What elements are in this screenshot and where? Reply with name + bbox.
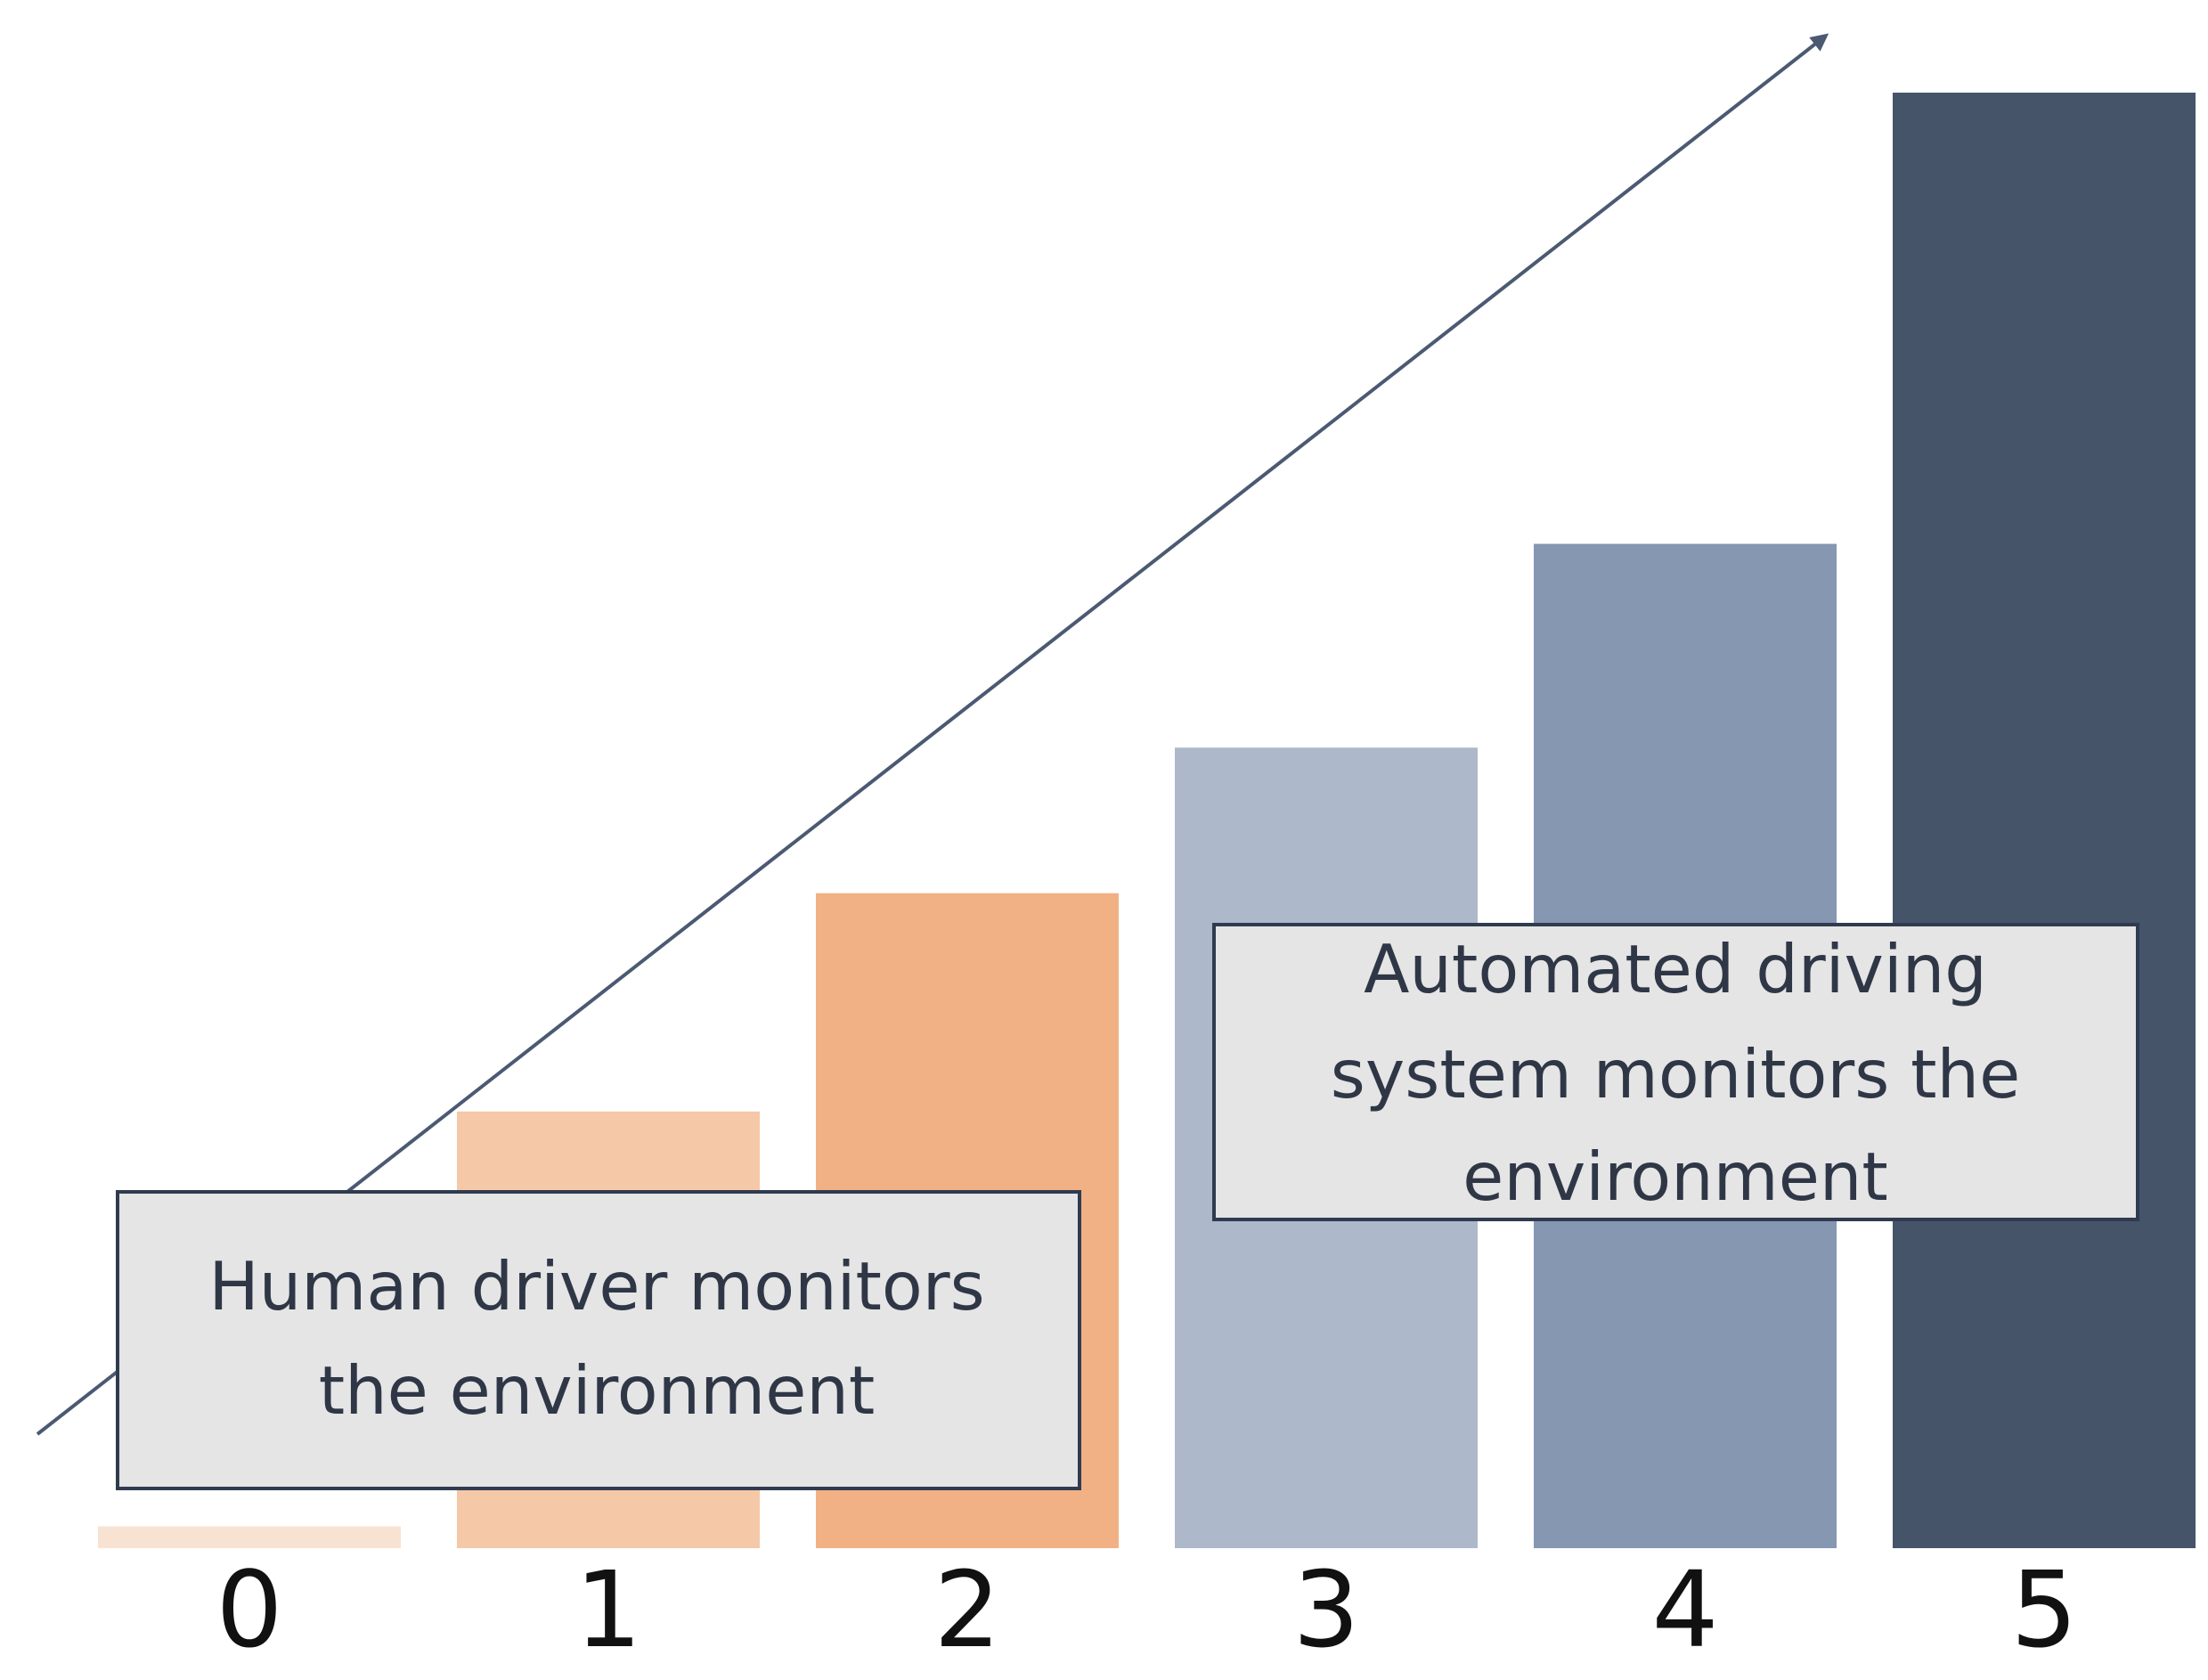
category-labels-group: 0 1 2 3 4 5 [216,1548,2077,1671]
category-label-4: 4 [1651,1548,1718,1671]
bar-level-5 [1893,93,2196,1548]
category-label-0: 0 [216,1548,282,1671]
automated-driving-annotation-line-2: system monitors the [1331,1035,2020,1113]
automated-driving-annotation-line-3: environment [1462,1138,1888,1216]
automated-driving-annotation-box [1212,923,2139,1221]
human-driver-annotation-line-2: the environment [319,1351,876,1430]
automated-driving-annotation-line-1: Automated driving [1364,930,1987,1008]
category-label-3: 3 [1292,1548,1359,1671]
category-label-5: 5 [2010,1548,2077,1671]
human-driver-annotation-line-1: Human driver monitors [208,1247,984,1325]
category-label-1: 1 [574,1548,641,1671]
bar-level-0 [98,1526,401,1548]
category-label-2: 2 [933,1548,1000,1671]
automated-driving-annotation: Automated driving system monitors the en… [1212,923,2139,1221]
human-driver-annotation: Human driver monitors the environment [116,1190,1081,1490]
human-driver-annotation-box [116,1190,1081,1490]
